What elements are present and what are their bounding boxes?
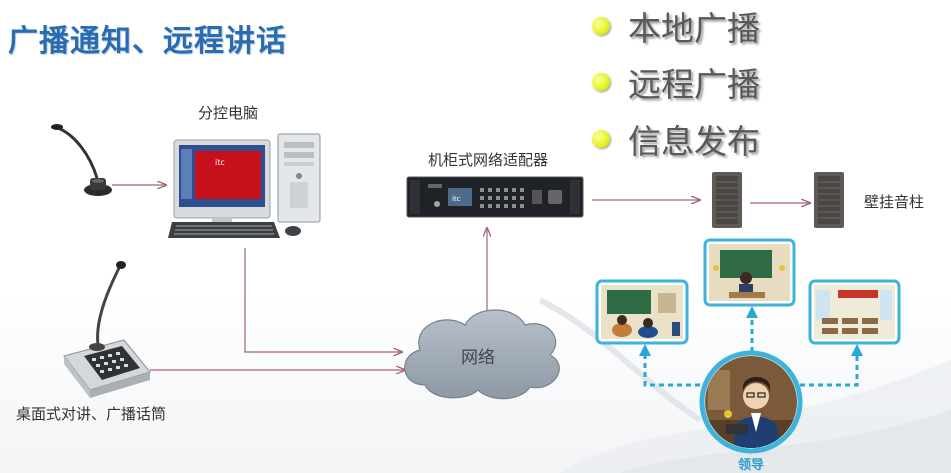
- bullet-dot-icon: [592, 73, 610, 91]
- bullet-remote-broadcast: 远程广播: [592, 58, 760, 106]
- classroom-left: [595, 279, 689, 345]
- bullet-label: 远程广播: [628, 65, 760, 104]
- bullet-label: 信息发布: [628, 122, 760, 161]
- page-title: 广播通知、远程讲话: [8, 24, 287, 59]
- bullet-local-broadcast: 本地广播: [592, 2, 760, 50]
- bullet-dot-icon: [592, 17, 610, 35]
- classroom-center: [703, 238, 796, 307]
- leader-dashed-arrows: [639, 306, 863, 387]
- desk-mic-label: 桌面式对讲、广播话筒: [16, 405, 167, 423]
- svg-text:itc: itc: [452, 195, 461, 203]
- bullet-dot-icon: [592, 130, 610, 148]
- leader-label: 领导: [738, 458, 765, 473]
- pc-label: 分控电脑: [198, 104, 259, 122]
- bullet-info-release: 信息发布: [592, 115, 760, 163]
- adapter-label: 机柜式网络适配器: [428, 151, 549, 169]
- bullet-label: 本地广播: [628, 9, 760, 48]
- pc-to-network-arrow: [244, 248, 402, 352]
- svg-text:itc: itc: [215, 158, 225, 167]
- speaker-label: 壁挂音柱: [864, 193, 925, 211]
- network-label: 网络: [461, 348, 495, 368]
- classroom-right: [808, 279, 901, 345]
